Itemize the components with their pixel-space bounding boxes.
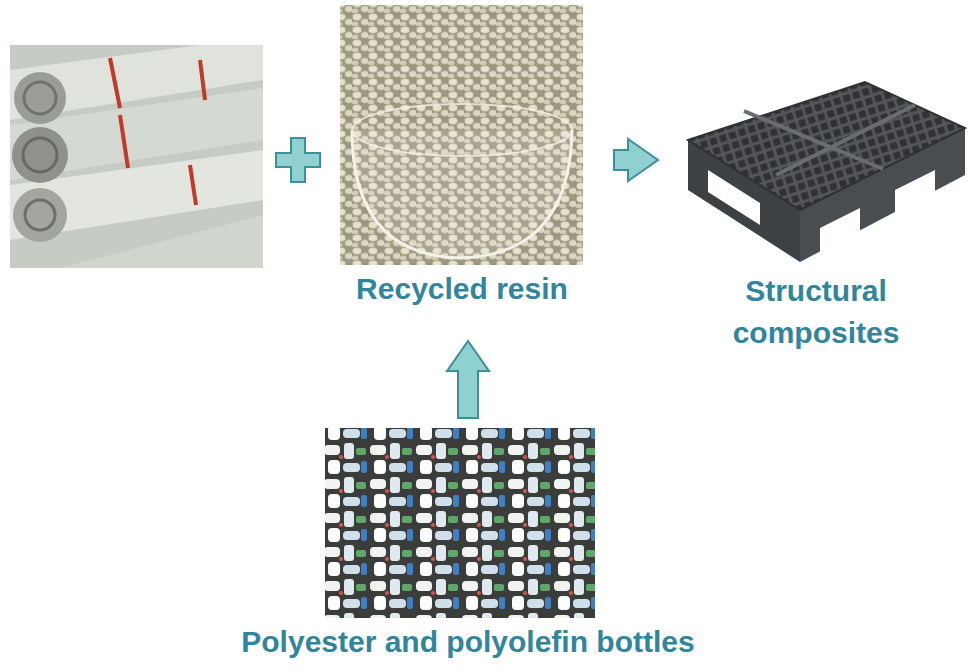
block-arrow — [614, 139, 658, 181]
carpet-rolls — [10, 45, 263, 268]
photo-panel: Structural composites — [668, 78, 964, 354]
roll-end — [25, 200, 55, 230]
roll-end — [14, 72, 66, 124]
red-strap — [120, 115, 128, 168]
bottles-photo — [325, 428, 595, 618]
pallet-rib — [744, 111, 883, 169]
roll-end — [12, 127, 68, 183]
roll-end — [13, 188, 67, 242]
caption-label: Structural composites — [668, 270, 964, 354]
resin-photo — [340, 5, 583, 265]
carpet-roll — [60, 215, 263, 268]
fork-opening — [820, 208, 860, 252]
photo-panel: Polyester and polyolefin bottles — [160, 426, 776, 660]
plus-sign — [276, 138, 320, 182]
red-strap — [200, 60, 205, 100]
carpet-photo — [10, 45, 263, 268]
caption-label: Recycled resin — [316, 271, 608, 307]
fork-opening — [708, 170, 760, 225]
photo-panel: Recycled resin — [316, 3, 608, 307]
roll-end — [23, 138, 57, 172]
red-strap — [190, 165, 196, 205]
fork-opening — [895, 170, 935, 214]
roll-end — [24, 82, 56, 114]
pallet-rib — [776, 105, 915, 175]
caption-label: Polyester and polyolefin bottles — [160, 624, 776, 660]
red-strap — [110, 58, 120, 108]
glass-rim — [352, 104, 572, 156]
block-arrow — [447, 341, 489, 418]
